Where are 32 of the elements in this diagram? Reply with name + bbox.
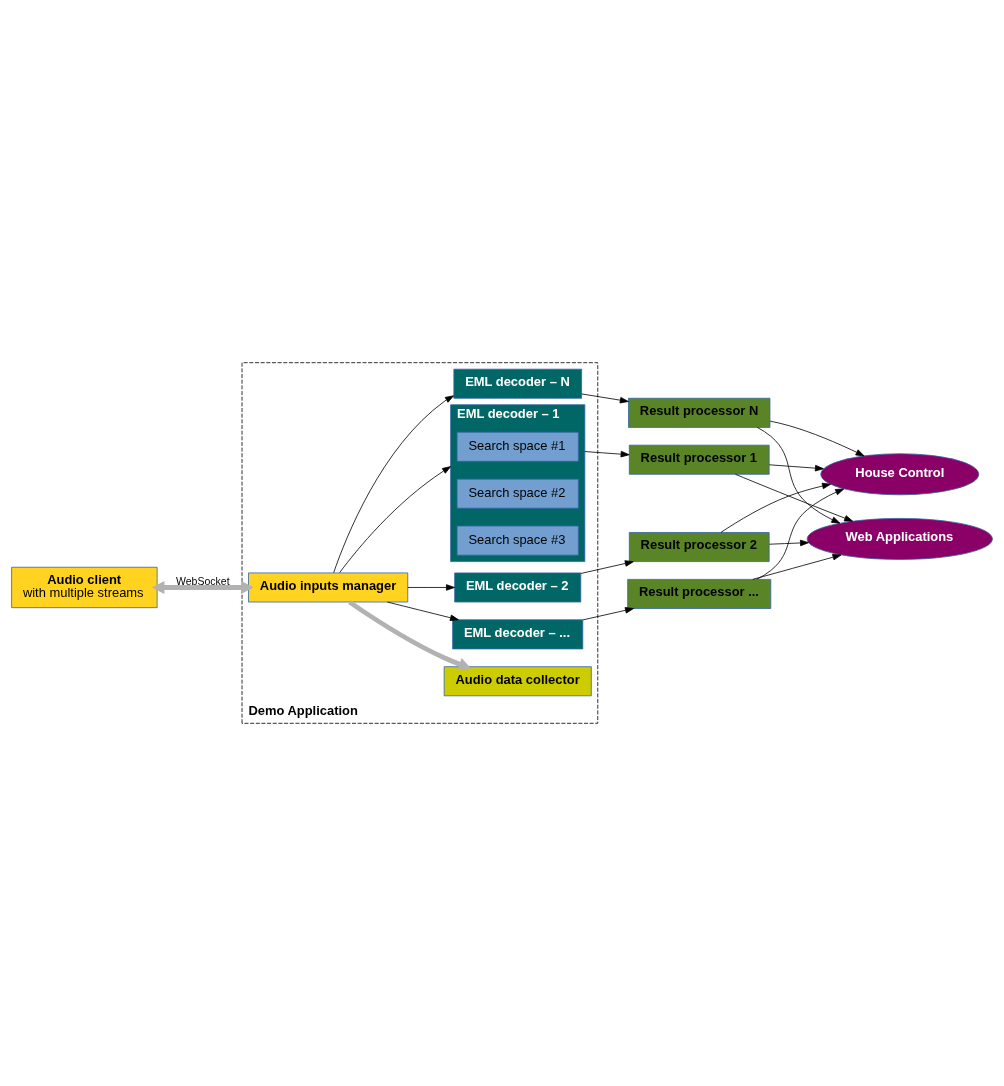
arrow — [333, 395, 454, 574]
node-box: Search space #1 — [456, 431, 579, 462]
arrow — [581, 393, 629, 404]
node-box: Result processor N — [628, 397, 771, 428]
arrow — [580, 560, 634, 574]
arrow — [151, 580, 254, 594]
node-box: Audio inputs manager — [248, 572, 409, 603]
arrow — [348, 600, 472, 671]
arrow — [582, 607, 634, 621]
arrow — [720, 482, 831, 533]
arrow — [756, 488, 845, 580]
node-box: Search space #3 — [456, 525, 579, 556]
node-box: EML decoder – 2 — [454, 572, 582, 603]
node-box: Audio data collector — [443, 666, 592, 697]
arrow — [387, 601, 459, 621]
arrow — [769, 420, 865, 457]
arrow — [768, 539, 809, 547]
arrow — [584, 450, 630, 458]
node-box: Result processor 2 — [628, 532, 770, 562]
node-box: Result processor ... — [627, 578, 772, 609]
arrow — [756, 427, 841, 524]
node-box: Search space #2 — [456, 478, 579, 509]
node-box: Result processor 1 — [628, 444, 770, 475]
arrow — [339, 466, 452, 574]
arrow — [752, 554, 842, 580]
node-box: EML decoder – N — [453, 368, 582, 399]
node-box: Audio client with multiple streams — [11, 566, 158, 609]
edge-label: WebSocket — [176, 574, 230, 587]
arrow — [768, 464, 824, 472]
node-box: EML decoder – ... — [452, 619, 584, 650]
arrow — [735, 473, 854, 522]
arrow — [407, 584, 455, 591]
